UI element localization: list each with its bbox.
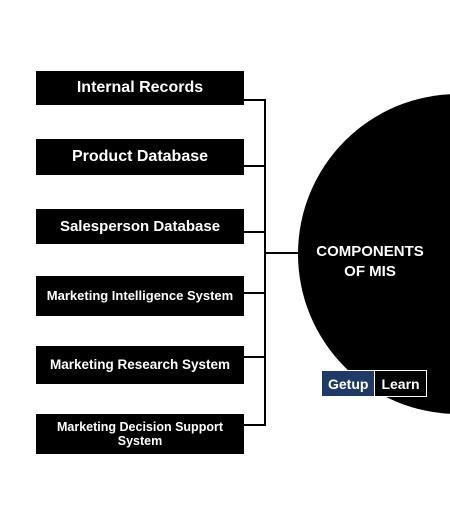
component-product-database: Product Database — [36, 139, 244, 175]
component-internal-records: Internal Records — [36, 71, 244, 105]
center-label: COMPONENTS OF MIS — [316, 243, 424, 280]
component-marketing-research-system: Marketing Research System — [36, 346, 244, 384]
component-salesperson-database: Salesperson Database — [36, 209, 244, 244]
logo-word-getup: Getup — [321, 370, 375, 397]
component-marketing-intelligence-system: Marketing Intelligence System — [36, 276, 244, 316]
component-marketing-decision-support-system: Marketing Decision Support System — [36, 414, 244, 454]
logo-word-learn: Learn — [374, 370, 427, 397]
getup-learn-logo: Getup Learn — [321, 370, 427, 397]
